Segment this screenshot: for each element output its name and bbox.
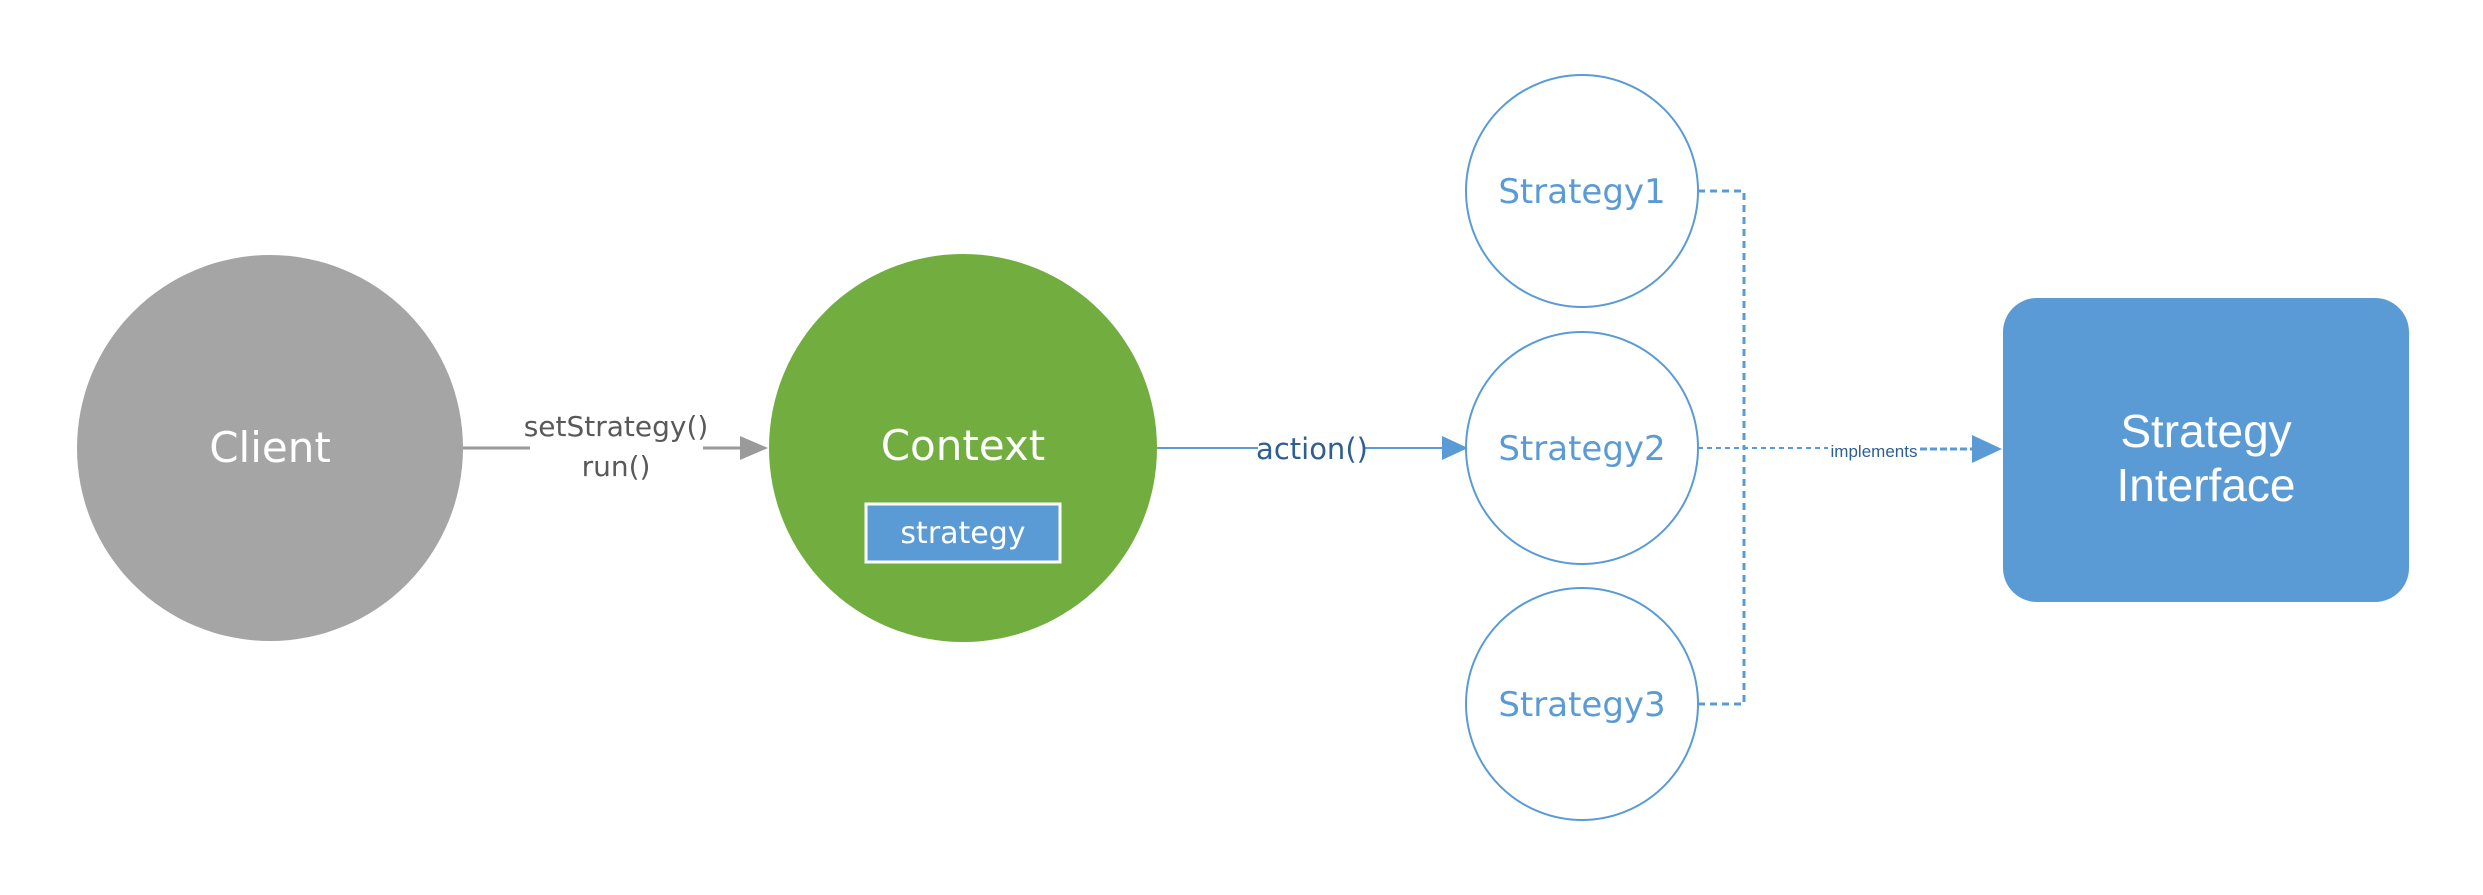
- run-label: run(): [582, 450, 651, 483]
- client-label: Client: [209, 423, 331, 472]
- strategy3-label: Strategy3: [1498, 685, 1665, 725]
- implements-arrowhead: [1972, 435, 2002, 463]
- context-strategy-arrowhead: [1442, 436, 1468, 460]
- action-label: action(): [1256, 432, 1368, 466]
- strategy-field-box: [864, 502, 1062, 564]
- client-node[interactable]: [77, 255, 463, 641]
- strategy3-implements-line: [1698, 448, 1746, 706]
- implements-label: implements: [1831, 442, 1918, 461]
- strategy1-label: Strategy1: [1498, 172, 1665, 212]
- strategy-interface-label-line1: Strategy: [2120, 405, 2291, 457]
- context-label: Context: [881, 421, 1046, 470]
- set-strategy-label: setStrategy(): [524, 410, 709, 443]
- strategy-interface-label-line2: Interface: [2117, 459, 2296, 511]
- implements-connectors: [1698, 189, 1746, 706]
- strategy2-label: Strategy2: [1498, 429, 1665, 469]
- strategy-interface-node[interactable]: [2003, 298, 2409, 602]
- strategy1-implements-line: [1698, 189, 1746, 448]
- client-context-arrowhead: [740, 436, 768, 460]
- strategy-field-label: strategy: [900, 516, 1025, 551]
